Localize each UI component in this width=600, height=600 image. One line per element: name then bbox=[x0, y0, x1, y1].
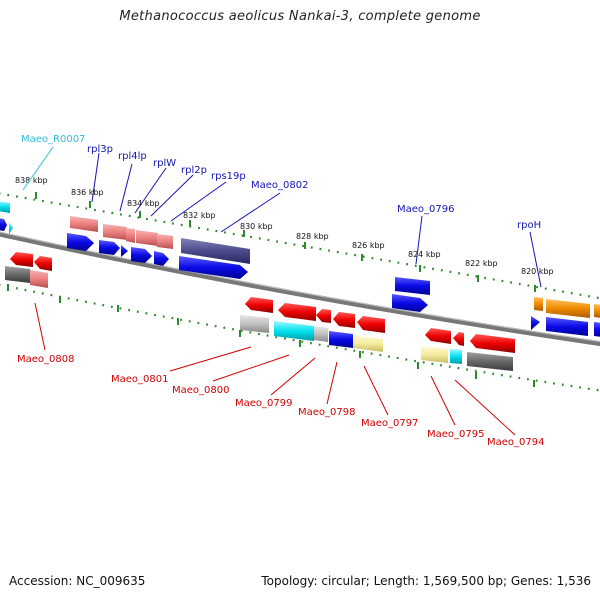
gene-feature[interactable] bbox=[534, 297, 543, 311]
gene-label[interactable]: rps19p bbox=[211, 171, 246, 182]
gene-label[interactable]: Maeo_0794 bbox=[487, 437, 544, 448]
gene-label[interactable]: rplW bbox=[153, 158, 176, 169]
gene-feature[interactable] bbox=[450, 349, 462, 364]
gene-feature[interactable] bbox=[395, 277, 430, 295]
tick-label: 820 kbp bbox=[521, 267, 554, 276]
upper-leader-lines bbox=[22, 146, 542, 288]
gene-feature[interactable] bbox=[5, 266, 30, 283]
gene-label[interactable]: rpoH bbox=[517, 220, 541, 231]
gene-feature[interactable] bbox=[157, 234, 173, 249]
gene-feature[interactable] bbox=[274, 321, 314, 341]
gene-feature[interactable] bbox=[467, 352, 513, 371]
gene-feature[interactable] bbox=[425, 328, 451, 344]
gene-feature[interactable] bbox=[10, 252, 33, 267]
lower-scale-track bbox=[0, 283, 600, 392]
gene-feature[interactable] bbox=[531, 316, 540, 330]
gene-label[interactable]: Maeo_0798 bbox=[298, 407, 355, 418]
tick-label: 828 kbp bbox=[296, 232, 329, 241]
gene-feature[interactable] bbox=[179, 256, 248, 279]
gene-label[interactable]: Maeo_0800 bbox=[172, 385, 229, 396]
gene-feature[interactable] bbox=[329, 331, 353, 348]
gene-feature[interactable] bbox=[278, 303, 316, 321]
gene-feature[interactable] bbox=[314, 326, 328, 342]
gene-feature[interactable] bbox=[34, 256, 52, 271]
gene-feature[interactable] bbox=[357, 316, 385, 333]
gene-feature[interactable] bbox=[453, 332, 464, 346]
gene-feature[interactable] bbox=[99, 240, 120, 255]
scale-labels: 838 kbp 836 kbp 834 kbp 832 kbp 830 kbp … bbox=[15, 176, 554, 276]
map-title: Methanococcus aeolicus Nankai-3, complet… bbox=[119, 9, 481, 24]
gene-feature[interactable] bbox=[103, 224, 127, 240]
gene-feature[interactable] bbox=[126, 228, 135, 243]
gene-feature[interactable] bbox=[121, 245, 128, 257]
gene-feature[interactable] bbox=[30, 270, 48, 288]
gene-feature[interactable] bbox=[470, 334, 515, 353]
gene-feature[interactable] bbox=[316, 309, 331, 323]
tick-label: 826 kbp bbox=[352, 241, 385, 250]
genome-summary-text: Topology: circular; Length: 1,569,500 bp… bbox=[261, 574, 591, 588]
lower-leader-lines bbox=[34, 302, 516, 436]
gene-feature[interactable] bbox=[9, 222, 13, 234]
gene-feature[interactable] bbox=[546, 299, 590, 318]
gene-label[interactable]: rpl4lp bbox=[118, 151, 147, 162]
tick-label: 824 kbp bbox=[408, 250, 441, 259]
gene-feature[interactable] bbox=[245, 297, 273, 313]
gene-feature[interactable] bbox=[0, 201, 10, 213]
gene-feature[interactable] bbox=[594, 304, 600, 318]
gene-feature[interactable] bbox=[333, 312, 355, 328]
major-ticks bbox=[7, 192, 536, 387]
gene-feature[interactable] bbox=[240, 315, 269, 333]
gene-label[interactable]: Maeo_0797 bbox=[361, 418, 418, 429]
gene-label[interactable]: Maeo_0801 bbox=[111, 374, 168, 385]
upper-scale-track bbox=[0, 192, 600, 300]
gene-label[interactable]: Maeo_0808 bbox=[17, 354, 74, 365]
gene-feature[interactable] bbox=[131, 247, 152, 263]
gene-feature[interactable] bbox=[546, 317, 588, 336]
gene-feature[interactable] bbox=[67, 233, 94, 251]
tick-label: 834 kbp bbox=[127, 199, 160, 208]
tick-label: 822 kbp bbox=[465, 259, 498, 268]
gene-feature[interactable] bbox=[181, 238, 250, 264]
accession-text: Accession: NC_009635 bbox=[9, 574, 146, 588]
gene-label[interactable]: Maeo_0796 bbox=[397, 204, 454, 215]
tick-label: 838 kbp bbox=[15, 176, 48, 185]
tick-label: 830 kbp bbox=[240, 222, 273, 231]
tick-label: 832 kbp bbox=[183, 211, 216, 220]
tick-label: 836 kbp bbox=[71, 188, 104, 197]
gene-label[interactable]: Maeo_R0007 bbox=[21, 134, 85, 145]
gene-label[interactable]: Maeo_0795 bbox=[427, 429, 484, 440]
gene-feature[interactable] bbox=[154, 251, 169, 266]
gene-label[interactable]: Maeo_0799 bbox=[235, 398, 292, 409]
gene-label[interactable]: Maeo_0802 bbox=[251, 180, 308, 191]
gene-feature[interactable] bbox=[70, 216, 98, 232]
gene-feature[interactable] bbox=[353, 335, 383, 352]
gene-feature[interactable] bbox=[594, 322, 600, 337]
gene-label[interactable]: rpl2p bbox=[181, 165, 207, 176]
gene-label[interactable]: rpl3p bbox=[87, 144, 113, 155]
gene-feature[interactable] bbox=[392, 294, 428, 312]
gene-feature[interactable] bbox=[0, 218, 7, 231]
gene-feature[interactable] bbox=[421, 346, 448, 363]
gene-feature[interactable] bbox=[136, 230, 158, 246]
genome-backbone bbox=[0, 231, 600, 347]
